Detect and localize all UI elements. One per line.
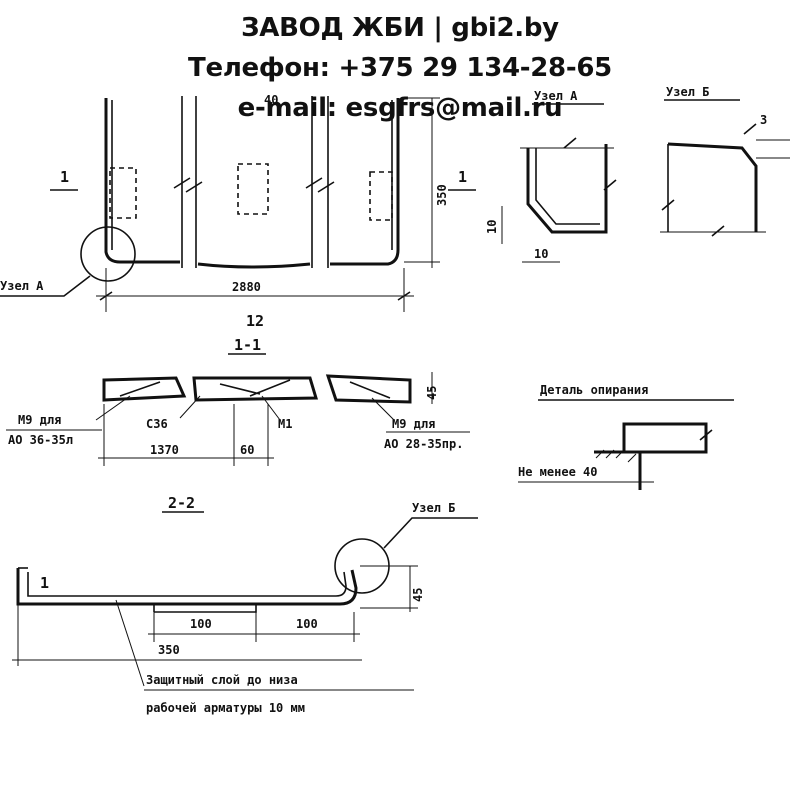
node-a-detail: Узел А 10 10 (485, 89, 617, 263)
section-1-1-title: 1-1 (234, 336, 261, 354)
sec2-cover-leader (115, 599, 145, 687)
sec1-right-leader (371, 397, 395, 421)
section-1-1: 1-1 45 М9 для АО 36-35л С36 М1 М9 для АО… (6, 336, 470, 466)
sec1-c36: С36 (146, 417, 168, 431)
plan-opening-right (369, 171, 393, 221)
sec1-right-note-1: М9 для (392, 417, 435, 431)
node-a-outer (526, 144, 608, 234)
sec2-dim-350: 350 (158, 643, 180, 657)
node-b-leader (383, 517, 478, 549)
sec2-dim-100b: 100 (296, 617, 318, 631)
sec1-dim-45: 45 (425, 386, 439, 400)
cover-note-2: рабочей арматуры 10 мм (146, 701, 305, 715)
support-slab (622, 422, 708, 454)
sec1-rebars (119, 379, 391, 399)
plan-dim-ticks (99, 291, 411, 301)
sec1-m1: М1 (278, 417, 292, 431)
plan-total-label: 12 (246, 312, 264, 330)
plan-section-mark-left: 1 (60, 168, 69, 186)
sec1-c36-leader (179, 395, 201, 419)
node-b-detail: Узел Б 3 (660, 85, 790, 237)
sec1-piece-left (102, 376, 187, 402)
plan-top-dim: 40 (264, 93, 278, 107)
node-b-ticks (661, 123, 757, 237)
email-line: e-mail: esgfrs@mail.ru (237, 93, 563, 123)
section-2-2-title: 2-2 (168, 494, 195, 512)
sec1-dim-60: 60 (240, 443, 254, 457)
plan-height-dim: 350 (435, 184, 449, 206)
sec1-left-leader (95, 395, 131, 421)
plan-opening-center (237, 163, 269, 215)
header-block: ЗАВОД ЖБИ | gbi2.by Телефон: +375 29 134… (0, 8, 800, 128)
sec1-m1-leader (261, 395, 281, 421)
plan-section-mark-right: 1 (458, 168, 467, 186)
plan-break-tick-2 (305, 177, 335, 193)
section-2-2: 2-2 Узел Б 1 45 100 100 350 Защитный сло… (12, 494, 478, 715)
node-a-label: Узел А (0, 279, 44, 293)
plan-break-tick-1 (173, 177, 203, 193)
sec1-dim-1370: 1370 (150, 443, 179, 457)
plan-length-dim: 2880 (232, 280, 261, 294)
node-a-inner (535, 148, 600, 225)
sec2-dim-45: 45 (411, 588, 425, 602)
support-tick (699, 429, 713, 441)
sec2-dim-100a: 100 (190, 617, 212, 631)
node-b-outer (667, 142, 758, 232)
support-note: Не менее 40 (518, 465, 597, 479)
node-a-leader (0, 275, 91, 297)
support-hatch (595, 449, 637, 463)
sec1-right-note-2: АО 28-35пр. (384, 437, 463, 451)
sec2-outline (16, 568, 358, 606)
node-b-detail-title: Узел Б (666, 85, 709, 99)
sec1-piece-mid (192, 376, 319, 402)
cover-note-1: Защитный слой до низа (146, 673, 298, 687)
node-b-dim-3: 3 (760, 113, 767, 127)
node-a-ticks (563, 137, 617, 191)
support-wall (594, 450, 642, 490)
plan-view: 1 1 Узел А 2880 12 350 40 (0, 93, 476, 330)
support-detail: Деталь опирания Не менее 40 (518, 383, 734, 490)
node-a-detail-title: Узел А (534, 89, 578, 103)
company-title: ЗАВОД ЖБИ | gbi2.by (241, 13, 559, 43)
sec1-left-note-2: АО 36-35л (8, 433, 73, 447)
node-b-label: Узел Б (412, 501, 455, 515)
sec2-mark: 1 (40, 574, 49, 592)
node-a-dim-10w: 10 (534, 247, 548, 261)
support-title: Деталь опирания (540, 383, 648, 397)
plan-outline-right (330, 98, 400, 266)
sec1-piece-right (325, 374, 412, 404)
sec2-inner (27, 571, 347, 597)
sec1-left-note-1: М9 для (18, 413, 61, 427)
node-a-circle (80, 226, 136, 282)
phone-line: Телефон: +375 29 134-28-65 (188, 53, 612, 83)
node-a-dim-10h: 10 (485, 220, 499, 234)
plan-outline-left (104, 98, 180, 264)
plan-outline-mid (197, 262, 311, 269)
plan-opening-left (109, 167, 137, 219)
